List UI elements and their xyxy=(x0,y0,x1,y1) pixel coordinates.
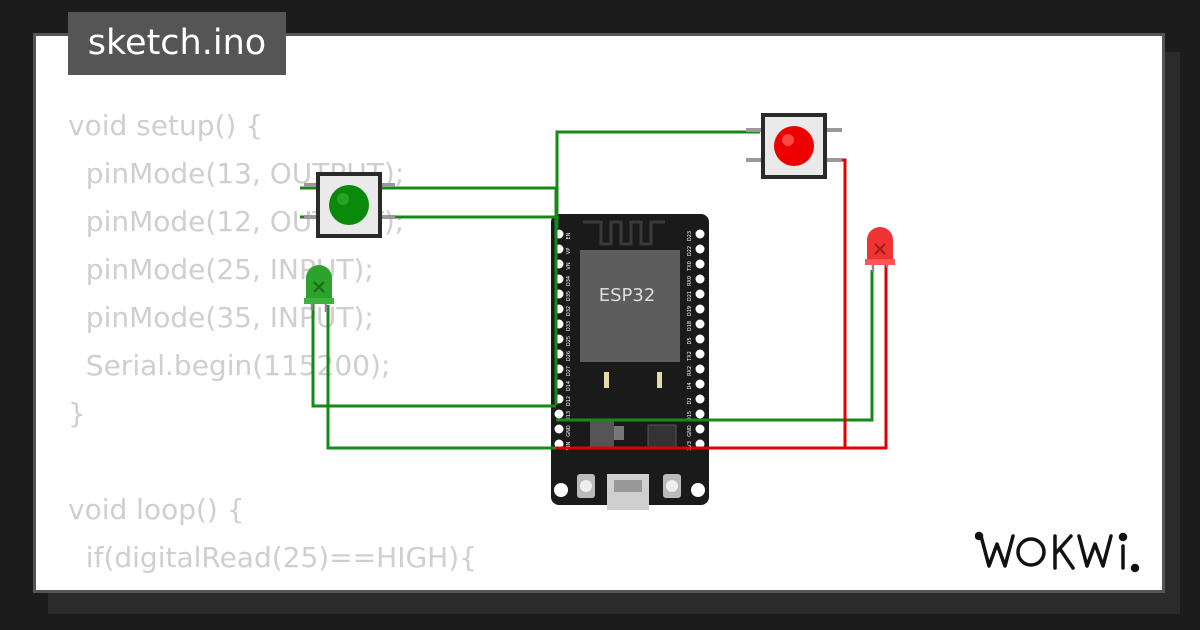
esp32-board[interactable]: ESP32 EN xyxy=(551,214,709,510)
right-pin-labels: D23 D22 TX0 RX0 D21 D19 D18 D5 TX2 RX2 D… xyxy=(687,231,693,451)
svg-text:3V3: 3V3 xyxy=(687,441,693,451)
code-line: void loop() { xyxy=(68,493,245,526)
chip-label: ESP32 xyxy=(599,285,656,306)
code-line: if(digitalRead(25)==HIGH){ xyxy=(68,541,477,574)
svg-text:EN: EN xyxy=(566,232,572,239)
code-line: pinMode(35, INPUT); xyxy=(68,301,374,334)
code-editor: void setup() { pinMode(13, OUTPUT); pinM… xyxy=(68,102,477,590)
svg-text:D2: D2 xyxy=(687,397,693,404)
svg-text:TX0: TX0 xyxy=(687,261,693,272)
code-line: digitalWrite(13, HIGH); xyxy=(68,582,477,590)
code-line: } xyxy=(68,397,86,430)
svg-text:D14: D14 xyxy=(566,381,572,391)
svg-text:GND: GND xyxy=(687,425,693,437)
esp32-chip xyxy=(580,250,680,362)
svg-text:RX0: RX0 xyxy=(687,276,693,286)
red-led[interactable] xyxy=(865,227,895,272)
svg-text:D27: D27 xyxy=(566,366,572,376)
svg-text:TX2: TX2 xyxy=(687,351,693,362)
svg-text:GND: GND xyxy=(566,425,572,437)
green-led[interactable] xyxy=(304,265,334,312)
svg-text:D33: D33 xyxy=(566,321,572,331)
svg-text:D13: D13 xyxy=(566,411,572,421)
left-pin-labels: EN VP VN D34 D35 D32 D33 D25 D26 D27 D14… xyxy=(566,232,572,450)
code-line: void setup() { xyxy=(68,109,264,142)
svg-text:RX2: RX2 xyxy=(687,366,693,376)
svg-text:D23: D23 xyxy=(687,231,693,241)
svg-text:D21: D21 xyxy=(687,291,693,301)
svg-text:VIN: VIN xyxy=(566,441,572,450)
svg-text:D26: D26 xyxy=(566,351,572,361)
svg-text:D32: D32 xyxy=(566,306,572,316)
red-pushbutton[interactable] xyxy=(746,113,842,179)
svg-text:VP: VP xyxy=(566,248,572,254)
svg-text:D22: D22 xyxy=(687,246,693,256)
svg-text:D12: D12 xyxy=(566,396,572,406)
svg-text:D19: D19 xyxy=(687,306,693,316)
filename-tab[interactable]: sketch.ino xyxy=(68,12,286,75)
svg-text:D18: D18 xyxy=(687,321,693,331)
green-pushbutton[interactable] xyxy=(304,172,395,238)
wokwi-logo xyxy=(975,531,1140,573)
svg-text:VN: VN xyxy=(566,262,572,269)
svg-text:D5: D5 xyxy=(687,337,693,344)
svg-text:D35: D35 xyxy=(566,291,572,301)
svg-text:D4: D4 xyxy=(687,382,693,389)
code-line: Serial.begin(115200); xyxy=(68,349,391,382)
svg-text:D15: D15 xyxy=(687,411,693,421)
code-line: pinMode(25, INPUT); xyxy=(68,253,374,286)
svg-text:D25: D25 xyxy=(566,336,572,346)
svg-text:D34: D34 xyxy=(566,276,572,286)
